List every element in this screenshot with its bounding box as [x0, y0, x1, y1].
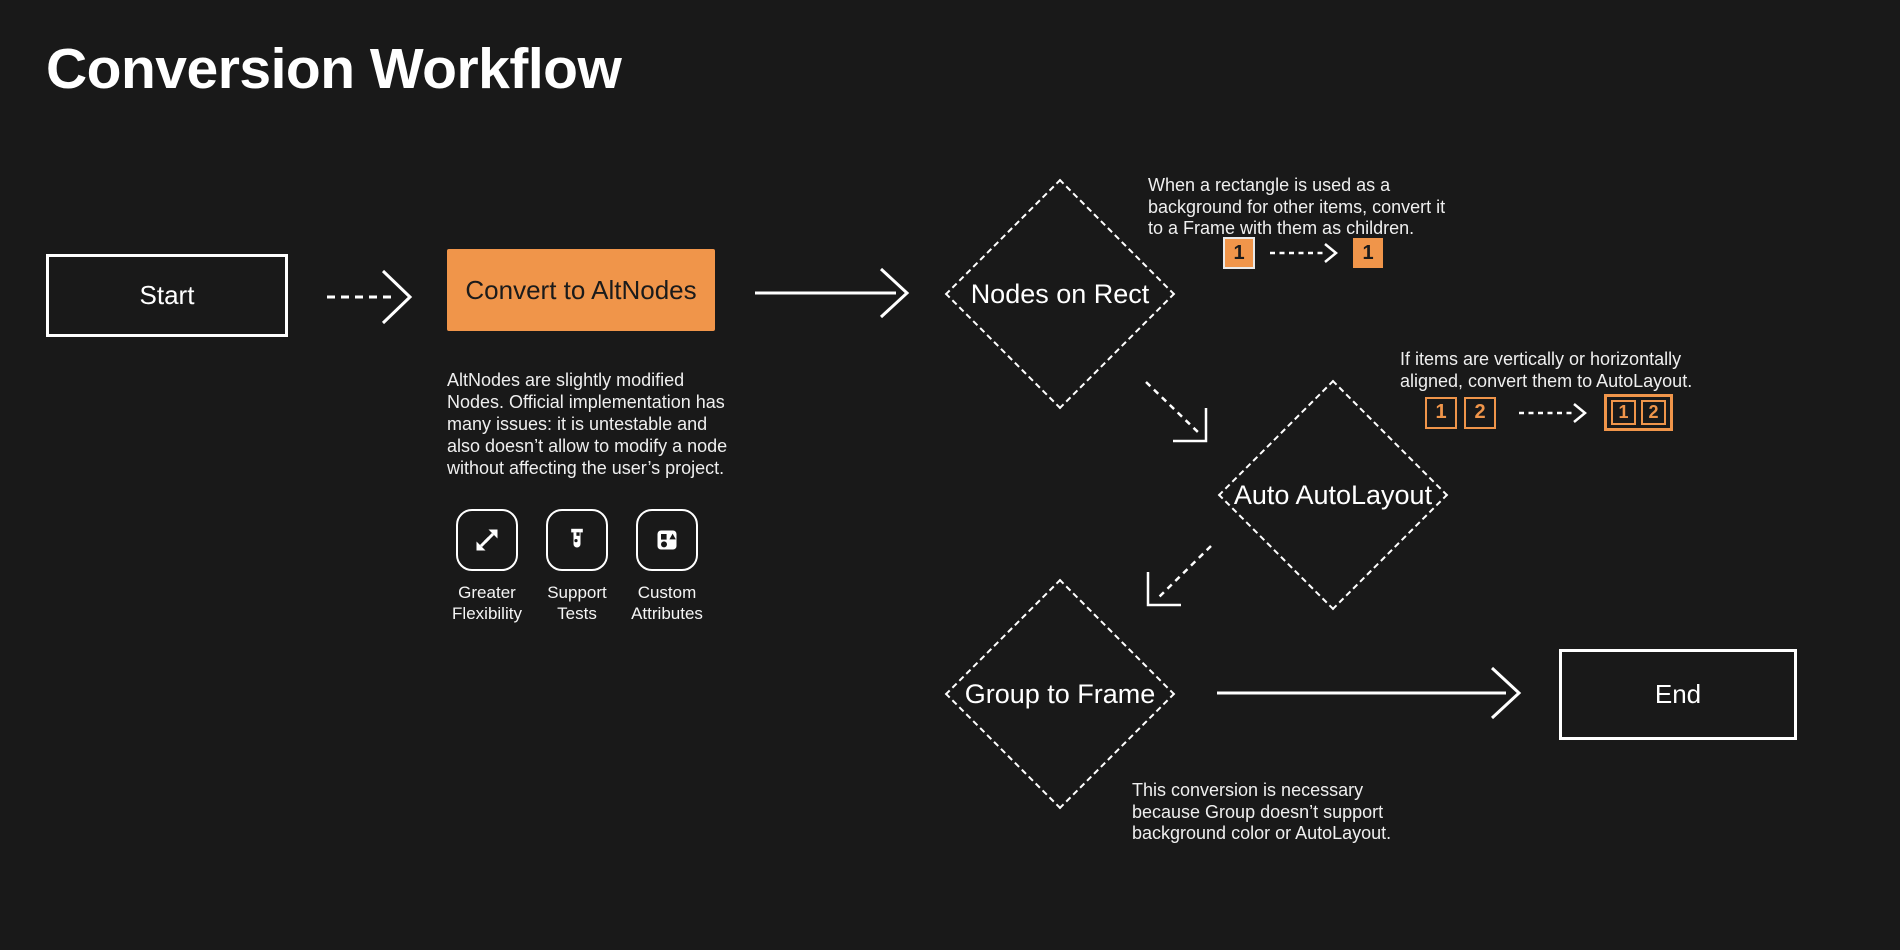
item-chip: 2 [1641, 400, 1666, 425]
auto-autolayout-demo: 1 2 1 2 [1425, 394, 1673, 431]
dashed-arrow-icon [1519, 402, 1587, 423]
expand-arrows-icon [456, 509, 518, 571]
nodes-on-rect-node: Nodes on Rect [940, 174, 1180, 414]
page-title: Conversion Workflow [46, 37, 622, 101]
shapes-icon [636, 509, 698, 571]
altnodes-description: AltNodes are slightly modified Nodes. Of… [447, 370, 728, 478]
nodes-on-rect-annotation: When a rectangle is used as a background… [1148, 175, 1446, 238]
auto-autolayout-annotation: If items are vertically or horizontally … [1400, 349, 1693, 391]
rect-chip: 1 [1223, 237, 1255, 269]
start-node: Start [46, 254, 288, 337]
end-node-label: End [1654, 679, 1702, 709]
group-to-frame-annotation: This conversion is necessary because Gro… [1132, 780, 1392, 843]
convert-to-altnodes-label: Convert to AltNodes [465, 274, 697, 305]
frame-chip: 1 [1353, 238, 1383, 268]
arrowhead-convert-to-nodes-on-rect [879, 267, 910, 319]
autolayout-group-frame: 1 2 [1604, 394, 1673, 431]
convert-to-altnodes-node: Convert to AltNodes [447, 249, 715, 331]
end-node: End [1559, 649, 1797, 740]
arrowhead-group-to-frame-to-end [1490, 666, 1522, 720]
feature-label: Support Tests [547, 583, 607, 623]
item-chip: 1 [1425, 396, 1457, 429]
feature-label: Custom Attributes [631, 583, 703, 623]
nodes-on-rect-demo: 1 1 [1223, 237, 1383, 269]
feature-custom-attributes: Custom Attributes [627, 509, 707, 624]
group-to-frame-node: Group to Frame [940, 574, 1180, 814]
arrowhead-start-to-convert [381, 269, 413, 325]
dashed-arrow-icon [1270, 243, 1338, 263]
auto-autolayout-label: Auto AutoLayout [1233, 479, 1433, 510]
item-chip: 1 [1611, 400, 1636, 425]
test-tube-icon [546, 509, 608, 571]
feature-greater-flexibility: Greater Flexibility [447, 509, 527, 624]
start-node-label: Start [139, 280, 195, 310]
feature-support-tests: Support Tests [537, 509, 617, 624]
nodes-on-rect-label: Nodes on Rect [970, 278, 1150, 309]
item-chip: 2 [1464, 396, 1496, 429]
altnodes-feature-list: Greater Flexibility Support Tests [447, 509, 707, 624]
feature-label: Greater Flexibility [452, 583, 522, 623]
auto-autolayout-node: Auto AutoLayout [1213, 375, 1453, 615]
group-to-frame-label: Group to Frame [964, 678, 1156, 709]
